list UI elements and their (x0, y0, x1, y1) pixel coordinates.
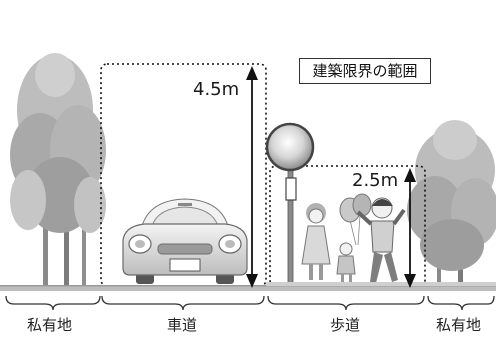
sidewalk-height-label: 2.5m (352, 170, 399, 191)
roadway-height-label: 4.5m (193, 79, 240, 100)
curve-mirror-pole (265, 122, 315, 287)
pedestrians (301, 193, 406, 284)
car (122, 198, 248, 284)
sidewalk-height-arrow (404, 168, 416, 288)
ground (0, 282, 496, 291)
tree-left (10, 53, 106, 286)
zone-label-private-land-left: 私有地 (27, 316, 73, 334)
tree-right (407, 120, 496, 286)
zone-label-private-land-right: 私有地 (436, 316, 482, 334)
zone-braces (5, 295, 495, 311)
roadway-height-arrow (246, 66, 258, 288)
zone-label-sidewalk: 歩道 (330, 316, 361, 334)
legend-box: 建築限界の範囲 (299, 58, 431, 84)
roadway-clearance-envelope (100, 63, 267, 287)
zone-label-roadway: 車道 (167, 316, 198, 334)
